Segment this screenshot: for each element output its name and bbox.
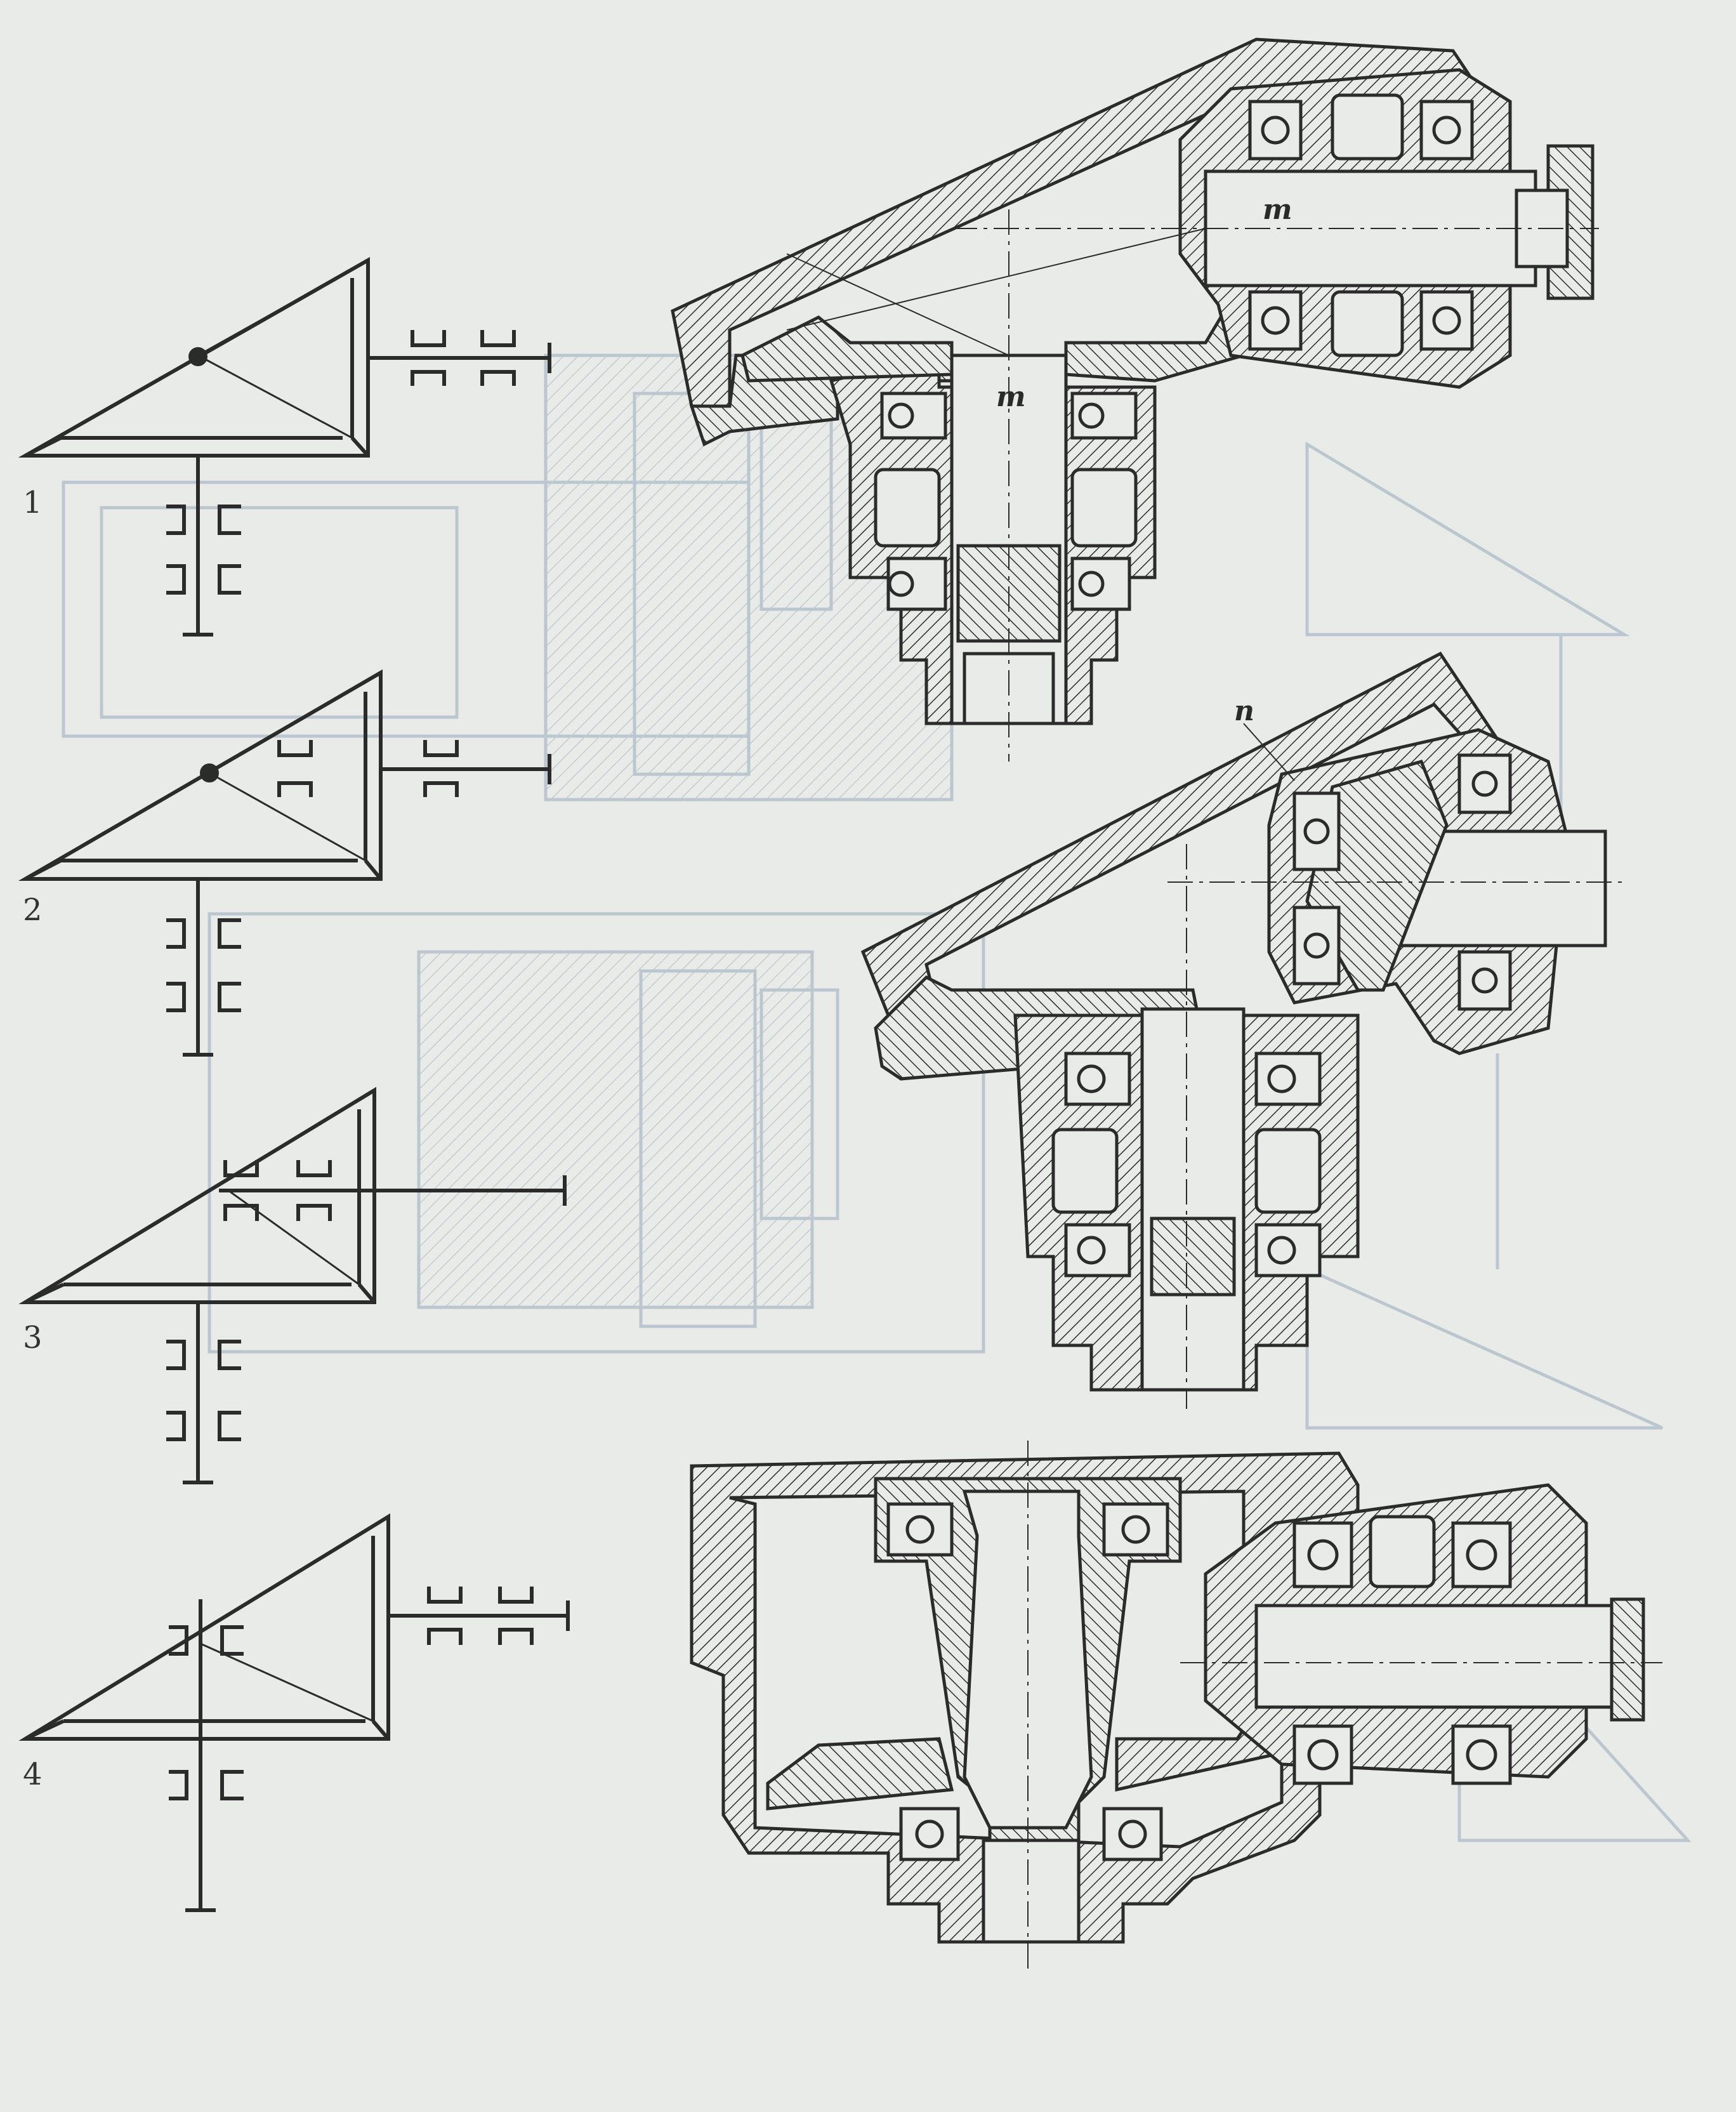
scheme-4-number: 4 bbox=[23, 1757, 43, 1792]
scheme-3-number: 3 bbox=[23, 1320, 43, 1356]
scheme-2-pivot bbox=[200, 763, 219, 782]
gearbox-section-lower bbox=[690, 1441, 1662, 1974]
upper-bevel-gear-ring bbox=[740, 315, 954, 383]
middle-vertical-shaft-bore bbox=[1140, 1007, 1246, 1392]
scheme-2-number: 2 bbox=[23, 892, 43, 928]
lower-horizontal-shaft-bore bbox=[1254, 1604, 1639, 1709]
kinematic-scheme-1: 1 bbox=[18, 256, 551, 637]
scheme-1-bearing-b bbox=[480, 330, 516, 386]
upper-vertical-bearings bbox=[874, 392, 1138, 611]
kinematic-scheme-2: 2 bbox=[18, 669, 551, 1057]
lower-vertical-bearings bbox=[886, 1502, 1169, 1861]
lower-bevel-gear-ring bbox=[766, 1737, 954, 1811]
kinematic-scheme-3: 3 bbox=[18, 1086, 567, 1484]
upper-horizontal-shaft-label: m bbox=[1263, 194, 1292, 226]
lower-horizontal-bearings bbox=[1292, 1515, 1512, 1785]
middle-horizontal-bearings bbox=[1292, 753, 1512, 1011]
kinematic-scheme-4: 4 bbox=[18, 1513, 570, 1912]
scheme-1-bearing-a bbox=[411, 330, 446, 386]
gearbox-section-upper: m m bbox=[671, 37, 1599, 762]
scheme-1-number: 1 bbox=[23, 485, 43, 520]
upper-vertical-shaft-label: m bbox=[996, 381, 1026, 413]
middle-vertical-bearings bbox=[1051, 1052, 1322, 1277]
scheme-3-bevel-gear-triangle bbox=[18, 1086, 376, 1304]
scheme-4-bevel-gear-triangle bbox=[18, 1513, 390, 1741]
scheme-1-bearing-c bbox=[166, 505, 241, 535]
gearbox-section-middle: n bbox=[860, 651, 1624, 1409]
scheme-1-pivot bbox=[188, 347, 207, 366]
scheme-1-bearing-d bbox=[166, 564, 241, 595]
middle-cover-label: n bbox=[1234, 695, 1254, 727]
upper-horizontal-bearings bbox=[1248, 93, 1474, 357]
